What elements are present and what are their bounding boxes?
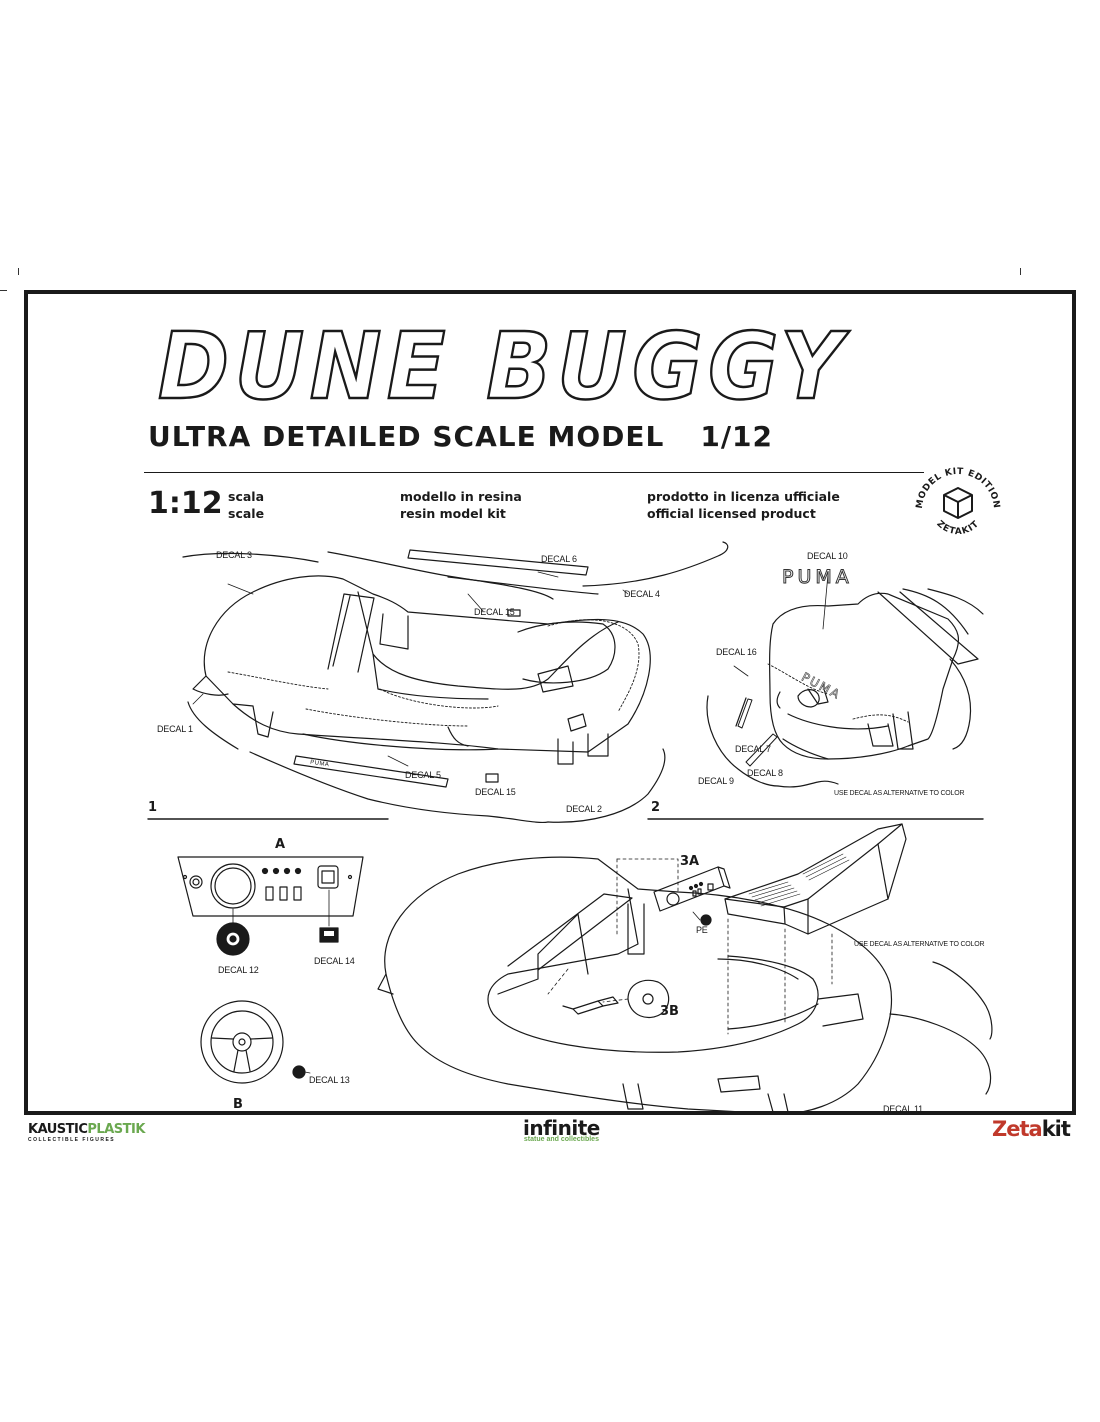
assembly-diagram (147, 541, 993, 1111)
dashboard-3a (653, 866, 731, 912)
part-a-label: A (275, 837, 286, 852)
decal-6-label: DECAL 6 (541, 554, 577, 564)
buggy-detail-step2 (769, 588, 984, 760)
decal-4-label: DECAL 4 (624, 589, 660, 599)
instruction-sheet: DUNE BUGGY ULTRA DETAILED SCALE MODEL 1/1… (24, 290, 1076, 1115)
infinite-text: infinite (523, 1116, 600, 1140)
decal-11-strip-b (932, 961, 993, 1040)
buggy-body-step3 (377, 856, 893, 1111)
subtitle: ULTRA DETAILED SCALE MODEL 1/12 (148, 420, 773, 453)
crop-mark (1020, 268, 1021, 275)
crop-mark (18, 268, 19, 275)
decal-14-label: DECAL 14 (314, 956, 355, 966)
step-1-number: 1 (148, 800, 158, 815)
decal-3-strip-b (327, 551, 554, 600)
box-icon (943, 487, 973, 519)
decal-14-shape (319, 927, 339, 943)
part-3a-label: 3A (680, 854, 700, 869)
decal-8-shape (745, 733, 778, 767)
infinite-sub-text: statue and collectibles (523, 1136, 599, 1143)
decal-9-strip (706, 695, 779, 787)
pe-part (700, 914, 712, 926)
decal-8-label: DECAL 8 (747, 768, 783, 778)
subtitle-text: ULTRA DETAILED SCALE MODEL (148, 420, 665, 453)
step-2-number: 2 (651, 800, 661, 815)
decal-3-label: DECAL 3 (216, 550, 252, 560)
scala-label: scala (228, 489, 265, 504)
decal-13-label: DECAL 13 (309, 1075, 350, 1085)
scale-label: scale (228, 506, 265, 521)
zetakit-logo: Zetakit (992, 1117, 1071, 1141)
decal-edges-step1 (227, 619, 640, 727)
console-grille (748, 853, 850, 907)
resin-labels: modello in resina resin model kit (400, 488, 522, 522)
mounted-wheel (627, 979, 670, 1019)
kaustic-text: KAUSTIC (28, 1122, 88, 1137)
plastik-text: PLASTIK (87, 1122, 145, 1137)
use-decal-note-3: USE DECAL AS ALTERNATIVE TO COLOR (854, 941, 985, 948)
divider-top (144, 472, 924, 473)
decal-10-label: DECAL 10 (807, 551, 848, 561)
part-3b-label: 3B (660, 1004, 679, 1019)
kaustic-sub-text: COLLECTIBLE FIGURES (28, 1137, 116, 1143)
buggy-body-step1 (192, 575, 651, 765)
licensed-label: official licensed product (647, 506, 816, 521)
resin-label: resin model kit (400, 506, 506, 521)
licenza-label: prodotto in licenza ufficiale (647, 489, 840, 504)
use-decal-note-2: USE DECAL AS ALTERNATIVE TO COLOR (834, 790, 965, 797)
decal-2-label: DECAL 2 (566, 804, 602, 814)
kit-text: kit (1041, 1117, 1071, 1141)
decal-3-strip (182, 552, 319, 563)
scale-big: 1:12 (148, 486, 223, 521)
decal-2-strip-b (547, 748, 666, 823)
crop-mark (0, 290, 7, 291)
decal-4-strip (582, 541, 729, 587)
decal-11-strip (889, 1013, 992, 1095)
subtitle-scale: 1/12 (700, 420, 774, 453)
decal-11-label: DECAL 11 (883, 1104, 923, 1114)
decal-9-strip-b (777, 780, 839, 788)
scale-labels: scala scale (228, 488, 264, 522)
decal-5-strip (293, 755, 449, 788)
modello-label: modello in resina (400, 489, 522, 504)
decal-1-strip (187, 701, 239, 750)
console-part (724, 823, 907, 935)
steering-wheel-b (200, 1000, 284, 1084)
puma-decal-10: PUMA (782, 566, 853, 589)
alignment-lines (547, 858, 833, 1035)
dashboard-panel-a (177, 856, 364, 917)
license-labels: prodotto in licenza ufficiale official l… (647, 488, 840, 522)
decal-5-label: DECAL 5 (405, 770, 441, 780)
title-text: DUNE BUGGY (158, 313, 850, 412)
decal-9-label: DECAL 9 (698, 776, 734, 786)
decal-7-shape (735, 697, 747, 727)
decal-edges-step2 (767, 663, 909, 723)
decal-15-b-label: DECAL 15 (475, 787, 516, 797)
pe-label: PE (696, 925, 708, 935)
decal-13-shape (292, 1065, 306, 1079)
decal-4-strip-a (447, 576, 599, 595)
part-b-label: B (233, 1097, 243, 1112)
decal-15-label: DECAL 15 (474, 607, 515, 617)
decal-2-strip (249, 751, 549, 824)
decal-16-label: DECAL 16 (716, 647, 757, 657)
model-kit-badge: MODEL KIT EDITION ZETAKIT (915, 467, 1001, 537)
zeta-text: Zeta (992, 1117, 1043, 1141)
decal-7-label: DECAL 7 (735, 744, 771, 754)
decal-1-label: DECAL 1 (157, 724, 193, 734)
decal-12-label: DECAL 12 (218, 965, 259, 975)
decal-15-shape (507, 609, 521, 617)
decal-15-b-shape (485, 773, 499, 783)
gauge-decal-12 (216, 922, 250, 956)
decal-6-strip (407, 549, 589, 576)
infinite-logo: infinite statue and collectibles (523, 1116, 600, 1143)
kaustic-plastik-logo: KAUSTICPLASTIK COLLECTIBLE FIGURES (28, 1122, 145, 1143)
title: DUNE BUGGY (157, 312, 850, 412)
